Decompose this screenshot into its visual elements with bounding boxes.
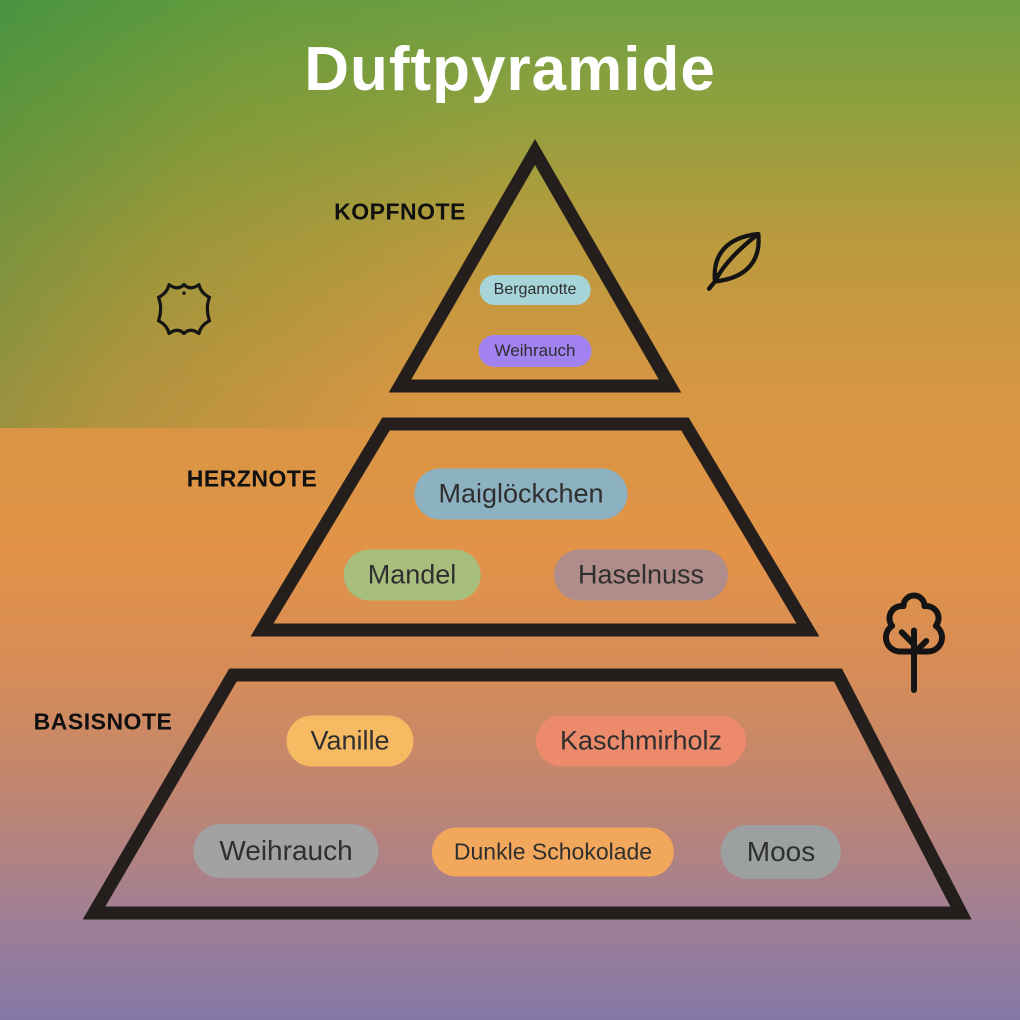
leaf-icon — [694, 222, 774, 293]
note-pill-kaschmirholz: Kaschmirholz — [535, 715, 747, 767]
pyramid-top-outline — [388, 138, 682, 393]
note-pill-maigloeckchen: Maiglöckchen — [414, 468, 628, 520]
note-pill-bergamotte: Bergamotte — [479, 275, 591, 305]
note-pill-haselnuss: Haselnuss — [553, 549, 729, 601]
kopfnote-label: KOPFNOTE — [334, 198, 466, 225]
pyramid-middle-outline — [250, 417, 820, 637]
note-pill-mandel: Mandel — [343, 549, 481, 601]
note-pill-moos: Moos — [720, 825, 842, 879]
tree-icon — [872, 584, 956, 698]
page-title: Duftpyramide — [304, 35, 716, 104]
pyramid-base-outline — [82, 668, 972, 920]
leather-hide-icon — [150, 272, 218, 344]
note-pill-dunkle-schokolade: Dunkle Schokolade — [431, 827, 675, 877]
note-pill-weihrauch-base: Weihrauch — [193, 824, 379, 878]
note-pill-weihrauch-top: Weihrauch — [478, 335, 592, 367]
note-pill-vanille: Vanille — [286, 715, 414, 767]
herznote-label: HERZNOTE — [186, 465, 318, 492]
basisnote-label: BASISNOTE — [33, 708, 173, 735]
